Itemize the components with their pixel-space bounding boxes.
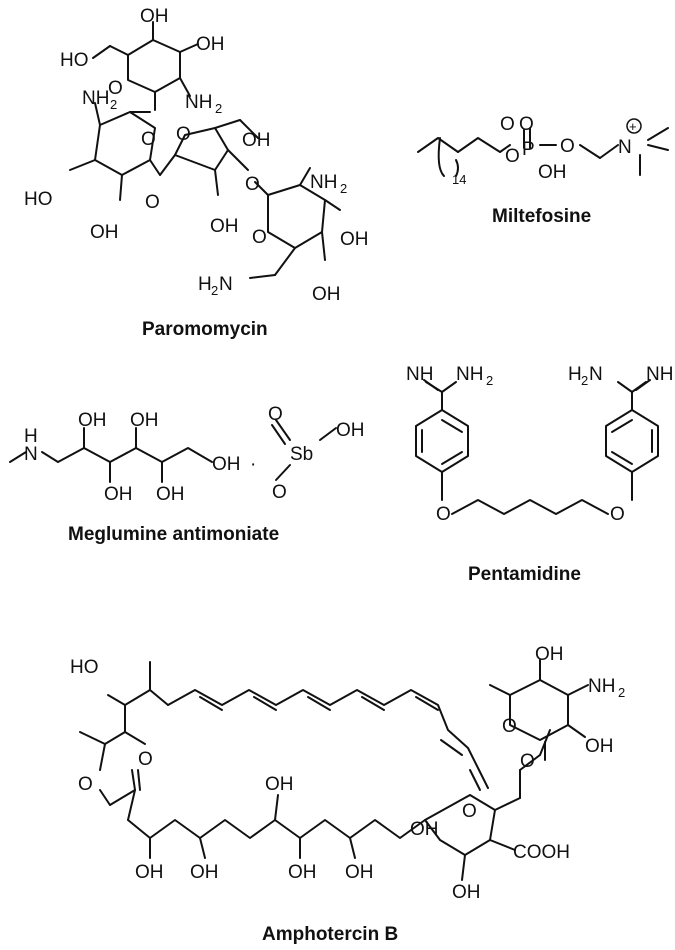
caption-meglumine: Meglumine antimoniate: [68, 524, 279, 545]
atom-nh: NH: [646, 364, 673, 385]
caption-pentamidine: Pentamidine: [468, 564, 581, 585]
amphotericin-structure: HO O O OH OH OH OH OH OH O OH COOH O OH …: [70, 644, 625, 945]
atom-nh: NH: [456, 364, 483, 385]
atom-o: O: [436, 504, 451, 525]
pentamidine-structure: NH NH 2 H 2 N NH O O Pentamidine: [406, 364, 673, 585]
atom-oh: OH: [452, 882, 481, 903]
paromomycin-structure: OH OH HO O NH 2 NH 2 O OH O HO O OH OH O…: [24, 6, 369, 340]
atom-charge: +: [629, 119, 637, 134]
atom-oh: OH: [410, 819, 439, 840]
atom-oh: OH: [288, 862, 317, 883]
atom-subscript: 2: [215, 101, 222, 116]
atom-subscript: 2: [110, 97, 117, 112]
atom-nh: NH: [310, 172, 337, 193]
atom-oh: OH: [135, 862, 164, 883]
atom-ho: HO: [70, 657, 99, 678]
atom-o: O: [502, 716, 517, 737]
atom-subscript: 2: [340, 181, 347, 196]
atom-oh: OH: [210, 216, 239, 237]
atom-subscript: 2: [618, 685, 625, 700]
atom-o: O: [610, 504, 625, 525]
atom-oh: OH: [345, 862, 374, 883]
atom-oh: OH: [538, 162, 567, 183]
atom-ho: HO: [24, 189, 53, 210]
atom-oh: OH: [535, 644, 564, 665]
caption-miltefosine: Miltefosine: [492, 206, 591, 227]
atom-o: O: [500, 114, 515, 135]
atom-h: H: [198, 274, 212, 295]
atom-o: O: [108, 78, 123, 99]
atom-subscript: 2: [211, 283, 218, 298]
atom-o: O: [519, 114, 534, 135]
atom-oh: OH: [585, 736, 614, 757]
atom-oh: OH: [78, 410, 107, 431]
atom-sb: Sb: [290, 444, 313, 465]
caption-paromomycin: Paromomycin: [142, 319, 268, 340]
atom-oh: OH: [196, 34, 225, 55]
atom-oh: OH: [140, 6, 169, 27]
atom-oh: OH: [340, 229, 369, 250]
atom-n: N: [618, 137, 632, 158]
atom-o: O: [138, 749, 153, 770]
atom-o: O: [505, 146, 520, 167]
atom-o: O: [462, 801, 477, 822]
atom-o: O: [245, 174, 260, 195]
atom-o: O: [520, 751, 535, 772]
miltefosine-structure: 14 O P O O OH O N + Miltefosine: [417, 114, 669, 227]
atom-o: O: [252, 227, 267, 248]
atom-oh: OH: [212, 454, 241, 475]
atom-o: O: [268, 404, 283, 425]
atom-nh: NH: [406, 364, 433, 385]
atom-oh: OH: [242, 130, 271, 151]
atom-oh: OH: [104, 484, 133, 505]
atom-h: H: [24, 426, 38, 447]
atom-oh: OH: [90, 222, 119, 243]
atom-o: O: [78, 774, 93, 795]
atom-cooh: COOH: [513, 842, 570, 863]
atom-o: O: [145, 192, 160, 213]
atom-o: O: [272, 482, 287, 503]
caption-amphotericin: Amphotercin B: [262, 924, 398, 945]
atom-oh: OH: [265, 774, 294, 795]
atom-p: P: [522, 139, 535, 160]
atom-nh: NH: [588, 676, 615, 697]
atom-subscript: 2: [581, 373, 588, 388]
atom-oh: OH: [156, 484, 185, 505]
atom-oh: OH: [336, 420, 365, 441]
atom-subscript: 2: [486, 373, 493, 388]
atom-oh: OH: [312, 284, 341, 305]
atom-h: H: [568, 364, 582, 385]
atom-ho: HO: [60, 50, 89, 71]
atom-n: N: [219, 274, 233, 295]
atom-nh: NH: [82, 88, 109, 109]
meglumine-structure: H N OH OH OH OH OH · O Sb OH O Meglumine…: [9, 404, 365, 545]
dot-separator: ·: [250, 454, 256, 475]
atom-subscript: 14: [452, 172, 466, 187]
atom-o: O: [141, 129, 156, 150]
atom-n: N: [24, 444, 38, 465]
atom-nh: NH: [185, 92, 212, 113]
atom-oh: OH: [130, 410, 159, 431]
atom-n: N: [589, 364, 603, 385]
atom-o: O: [176, 124, 191, 145]
atom-oh: OH: [190, 862, 219, 883]
atom-o: O: [560, 136, 575, 157]
